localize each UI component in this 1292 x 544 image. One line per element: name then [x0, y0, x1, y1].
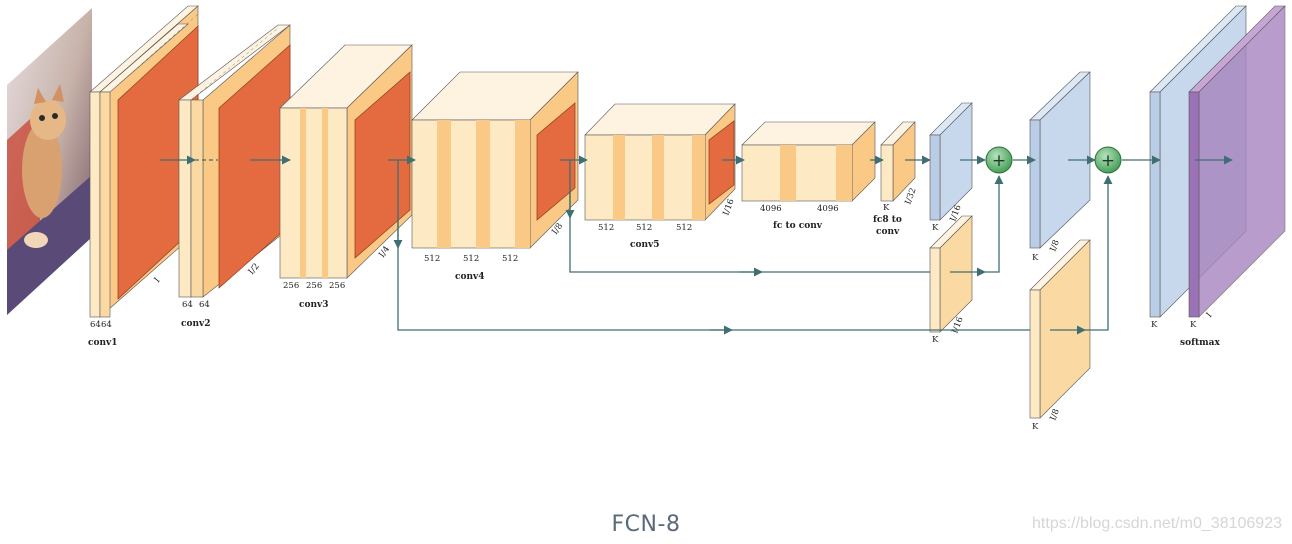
softmax-label: softmax — [1180, 338, 1220, 348]
score-d-block — [1029, 239, 1091, 419]
score-b-channel: K — [932, 335, 939, 345]
conv1-scale: I — [153, 276, 163, 285]
conv2-channel-1: 64 — [182, 300, 193, 310]
conv4-channel-3: 512 — [502, 254, 518, 264]
conv4-channel-2: 512 — [463, 254, 479, 264]
conv5-block — [584, 103, 736, 221]
softmax-block — [1188, 5, 1286, 318]
score-c-scale: I/8 — [1048, 239, 1061, 253]
fc-label: fc to conv — [773, 221, 823, 231]
conv5-label: conv5 — [630, 240, 660, 250]
score-b-block — [929, 215, 973, 333]
softmax-channel-2: K — [1190, 320, 1197, 330]
conv3-label: conv3 — [299, 300, 329, 310]
fc8-scale: I/32 — [903, 187, 918, 206]
conv5-channel-1: 512 — [598, 223, 614, 233]
sum-symbol-1: + — [992, 151, 1006, 171]
conv3-channel-3: 256 — [329, 281, 345, 291]
conv2-scale: I/2 — [247, 262, 262, 277]
conv5-channel-3: 512 — [676, 223, 692, 233]
conv4-label: conv4 — [455, 272, 485, 282]
conv2-block — [178, 24, 291, 298]
fc-channel-1: 4096 — [760, 204, 782, 214]
score-a-channel: K — [932, 223, 939, 233]
fcn8-architecture-diagram: 64 64 conv1 I 64 64 conv2 I/2 256 256 25… — [7, 5, 1286, 432]
score-c-block — [1029, 71, 1091, 249]
conv1-label: conv1 — [88, 338, 118, 348]
conv2-label: conv2 — [181, 319, 211, 329]
flow-arrows — [160, 155, 1233, 335]
conv1-channel-2: 64 — [101, 320, 112, 330]
sum-node-2: + — [1094, 146, 1122, 174]
figure-caption: FCN-8 — [611, 512, 681, 537]
conv1-block — [89, 5, 199, 318]
input-image — [7, 8, 92, 315]
score-d-channel: K — [1032, 422, 1039, 432]
fc-channel-2: 4096 — [817, 204, 839, 214]
softmax-channel-1: K — [1151, 320, 1158, 330]
sum-symbol-2: + — [1101, 151, 1115, 171]
fc8-label-line1: fc8 to — [873, 215, 902, 225]
conv4-channel-1: 512 — [424, 254, 440, 264]
conv5-channel-2: 512 — [636, 223, 652, 233]
score-d-scale: I/8 — [1048, 408, 1061, 422]
fc8-channel: K — [883, 203, 890, 213]
conv3-block — [279, 44, 413, 279]
score-c-channel: K — [1032, 253, 1039, 263]
watermark: https://blog.csdn.net/m0_38106923 — [1032, 515, 1282, 532]
cat-icon — [22, 84, 66, 248]
conv2-channel-2: 64 — [199, 300, 210, 310]
conv3-channel-1: 256 — [283, 281, 299, 291]
softmax-scale: I — [1205, 311, 1215, 320]
fc8-block — [880, 121, 916, 202]
fc-block — [741, 121, 876, 202]
sum-node-1: + — [985, 146, 1013, 174]
score-a-block — [929, 102, 973, 221]
conv4-block — [411, 71, 579, 249]
fc8-label-line2: conv — [876, 227, 900, 237]
conv3-channel-2: 256 — [306, 281, 322, 291]
conv1-channel-1: 64 — [90, 320, 101, 330]
